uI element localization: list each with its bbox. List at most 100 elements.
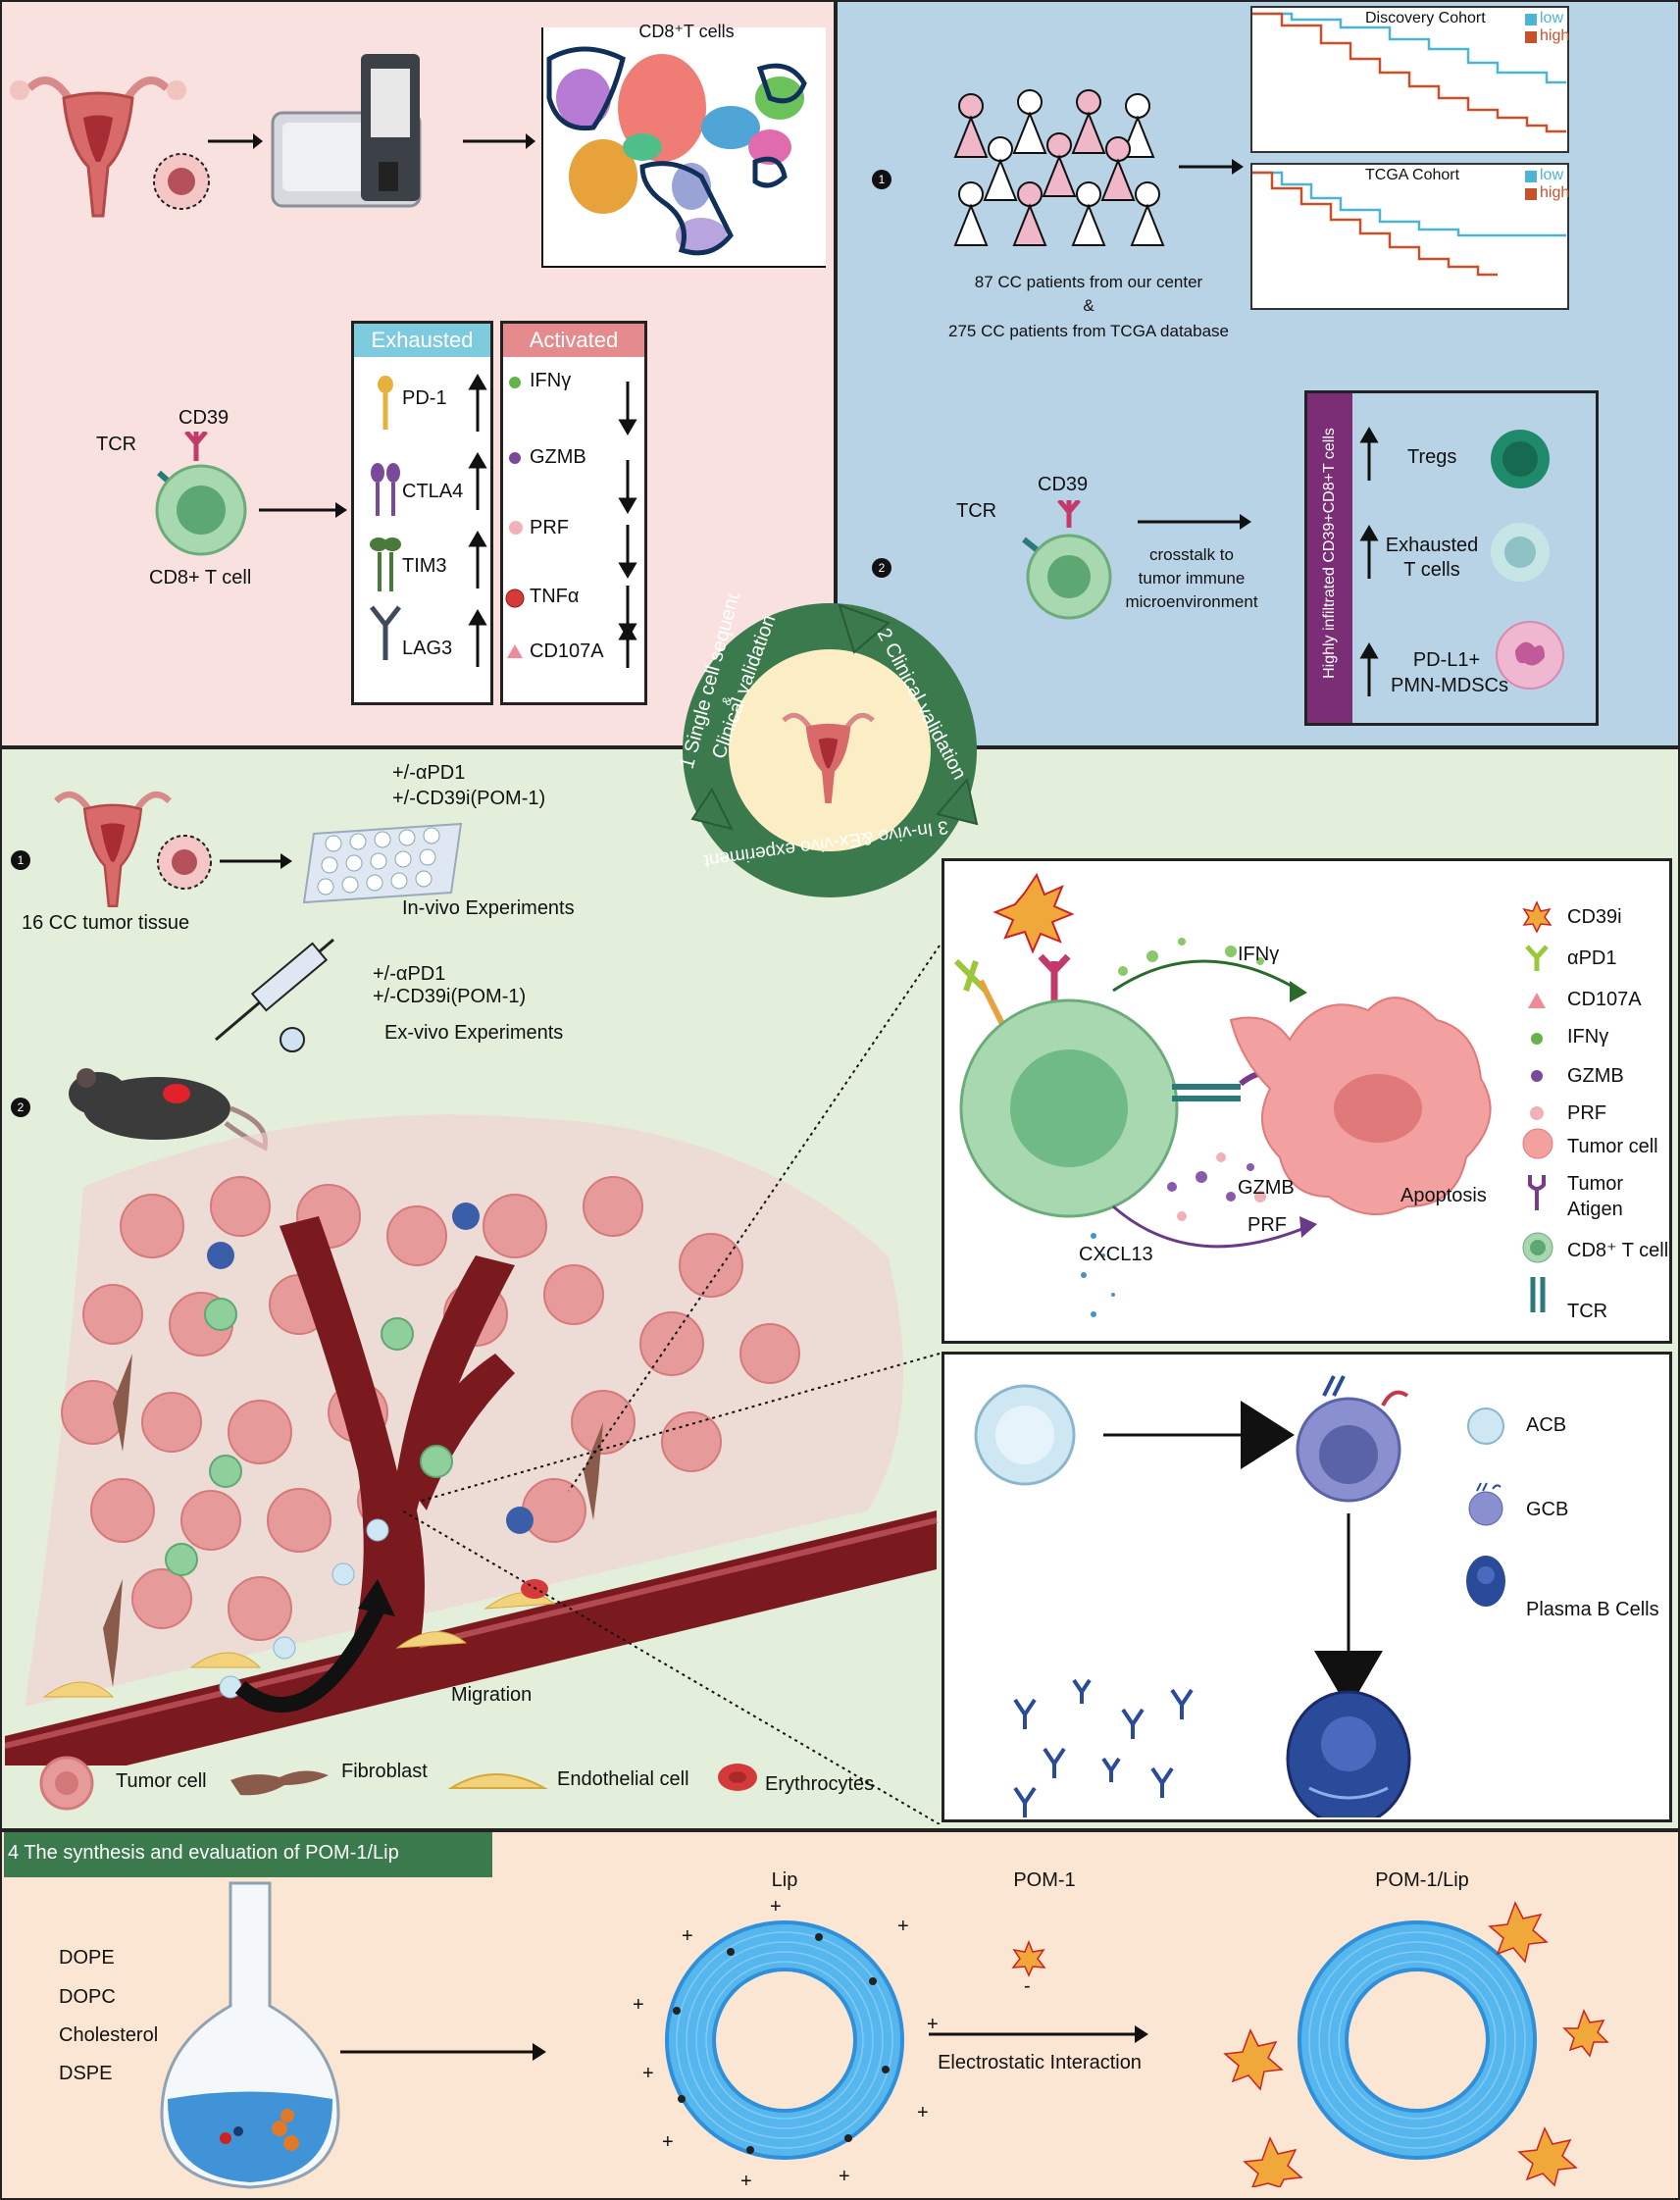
tissue-label: 16 CC tumor tissue [22, 912, 190, 934]
arrow-icon [929, 2025, 1148, 2043]
infiltrated-label: Highly infiltrated CD39+CD8+T cells [1321, 428, 1338, 679]
tumor-sample-icon [153, 153, 210, 210]
badge-2b: 2 [11, 1098, 30, 1117]
ifng-legend-icon [1531, 1033, 1543, 1045]
exhausted-marker-lag3: LAG3 [402, 638, 453, 659]
interaction-label: Electrostatic Interaction [938, 2052, 1142, 2073]
ifng-dot-icon [509, 377, 521, 388]
patients-amp: & [1083, 296, 1095, 315]
legend-prf: PRF [1567, 1102, 1606, 1124]
svg-text:1: 1 [18, 853, 25, 867]
exhausted-marker-pd1: PD-1 [402, 387, 447, 409]
panel4-title-bar [4, 1832, 492, 1877]
treg-cell-icon [1491, 430, 1550, 488]
mdsc-cell-icon [1496, 621, 1564, 690]
treatment-c: +/-αPD1 [373, 963, 446, 985]
km-tcga-curves [1252, 171, 1566, 277]
workflow-cycle: 1 Single cell sequencing & Clinical vali… [677, 593, 979, 897]
invivo-label: In-vivo Experiments [402, 897, 575, 919]
cxcl13-label: CXCL13 [1079, 1244, 1153, 1265]
pom-charge: - [1024, 1975, 1031, 1997]
tregs-label: Tregs [1407, 446, 1457, 468]
uterus-icon [10, 77, 186, 218]
pom-icon [1011, 1940, 1046, 1977]
cd39i-legend-icon [1522, 900, 1552, 934]
legend-acb: ACB [1526, 1414, 1567, 1436]
patients-line2: 275 CC patients from TCGA database [947, 322, 1229, 340]
apd1-legend-icon [1525, 945, 1549, 971]
pom-label: POM-1 [1013, 1869, 1076, 1891]
mouse-icon [69, 1068, 269, 1151]
pom-liposome-icon [1223, 1901, 1609, 2187]
svg-text:+: + [662, 2131, 674, 2153]
legend-tumor-cell: Tumor cell [116, 1770, 207, 1792]
migration-label: Migration [451, 1684, 533, 1706]
tumor-sample-icon-2 [157, 835, 212, 890]
arrow-icon [259, 502, 347, 518]
cd8-legend-icon [1522, 1232, 1553, 1263]
ctla4-icon [371, 463, 400, 516]
legend-high: high [1540, 27, 1570, 44]
lipid-dopc: DOPC [59, 1986, 116, 2008]
gzmb-dot-icon [509, 452, 521, 464]
cd39-label-2: CD39 [1038, 474, 1089, 495]
cd107a-legend-icon [1528, 993, 1546, 1008]
gcb-legend-icon [1468, 1482, 1503, 1526]
arrow-icon [340, 2043, 546, 2061]
crosstalk-line3: microenvironment [1125, 592, 1258, 611]
legend-low-swatch [1525, 14, 1537, 26]
tcr-legend-icon [1530, 1277, 1546, 1312]
umap-title: CD8⁺T cells [638, 22, 735, 41]
tim3-icon [370, 537, 401, 591]
badge-1: 1 [872, 170, 891, 189]
cohort-tcga-title: TCGA Cohort [1365, 167, 1460, 183]
activated-marker-tnfa: TNFα [530, 586, 580, 607]
prf-dot-icon [509, 521, 523, 535]
svg-text:+: + [682, 1925, 693, 1947]
crosstalk-line1: crosstalk to [1149, 545, 1234, 564]
tumor-cell-legend-icon [39, 1756, 94, 1811]
legend-cd107a: CD107A [1567, 989, 1642, 1010]
activated-marker-cd107a: CD107A [530, 640, 604, 662]
legend-tumor-cell-2: Tumor cell [1567, 1136, 1658, 1157]
up-arrows-2 [1359, 427, 1379, 696]
plasma-b-legend-icon [1466, 1556, 1505, 1607]
pd1-icon [378, 376, 393, 430]
legend-high-swatch [1525, 188, 1537, 200]
endothelial-legend-icon [447, 1773, 548, 1789]
flask-icon [160, 1881, 340, 2189]
panel4-title: 4 The synthesis and evaluation of POM-1/… [8, 1842, 399, 1864]
cd39-t-cell-icon [1022, 500, 1112, 620]
tcr-label: TCR [96, 434, 137, 455]
svg-text:+: + [839, 2166, 850, 2187]
legend-endothelial: Endothelial cell [557, 1768, 689, 1790]
arrow-icon [208, 133, 263, 149]
infiltrated-box [1304, 390, 1599, 726]
umap-clusters [546, 46, 807, 256]
activated-box [500, 321, 647, 705]
arrow-icon [463, 133, 535, 149]
svg-text:+: + [642, 2063, 654, 2084]
prf-legend-icon [1530, 1106, 1544, 1120]
treatment-d: +/-CD39i(POM-1) [373, 986, 527, 1007]
inset-connectors [401, 945, 941, 1824]
ifng-label: IFNγ [1238, 944, 1280, 965]
liposome-icon: ++++++++++ [633, 1896, 939, 2187]
exhausted-box [351, 321, 493, 705]
tcr-label-2: TCR [956, 500, 997, 522]
b-cell-differentiation [974, 1375, 1411, 1817]
svg-text:+: + [740, 2171, 752, 2187]
arrow-icon [1179, 159, 1244, 175]
badge-2: 2 [872, 558, 891, 578]
prf-label: PRF [1247, 1214, 1287, 1236]
legend-apd1: αPD1 [1567, 947, 1617, 969]
cohort-discovery-title: Discovery Cohort [1365, 10, 1486, 26]
activated-marker-prf: PRF [530, 517, 569, 538]
well-plate-icon [302, 822, 463, 904]
legend-atigen: Atigen [1567, 1199, 1623, 1220]
badge-1b: 1 [11, 850, 30, 870]
t-cell-killing-illustration [953, 872, 1492, 1317]
arrow-icon [220, 853, 292, 869]
activated-marker-ifng: IFNγ [530, 370, 572, 391]
infiltrated-bar [1307, 393, 1352, 723]
